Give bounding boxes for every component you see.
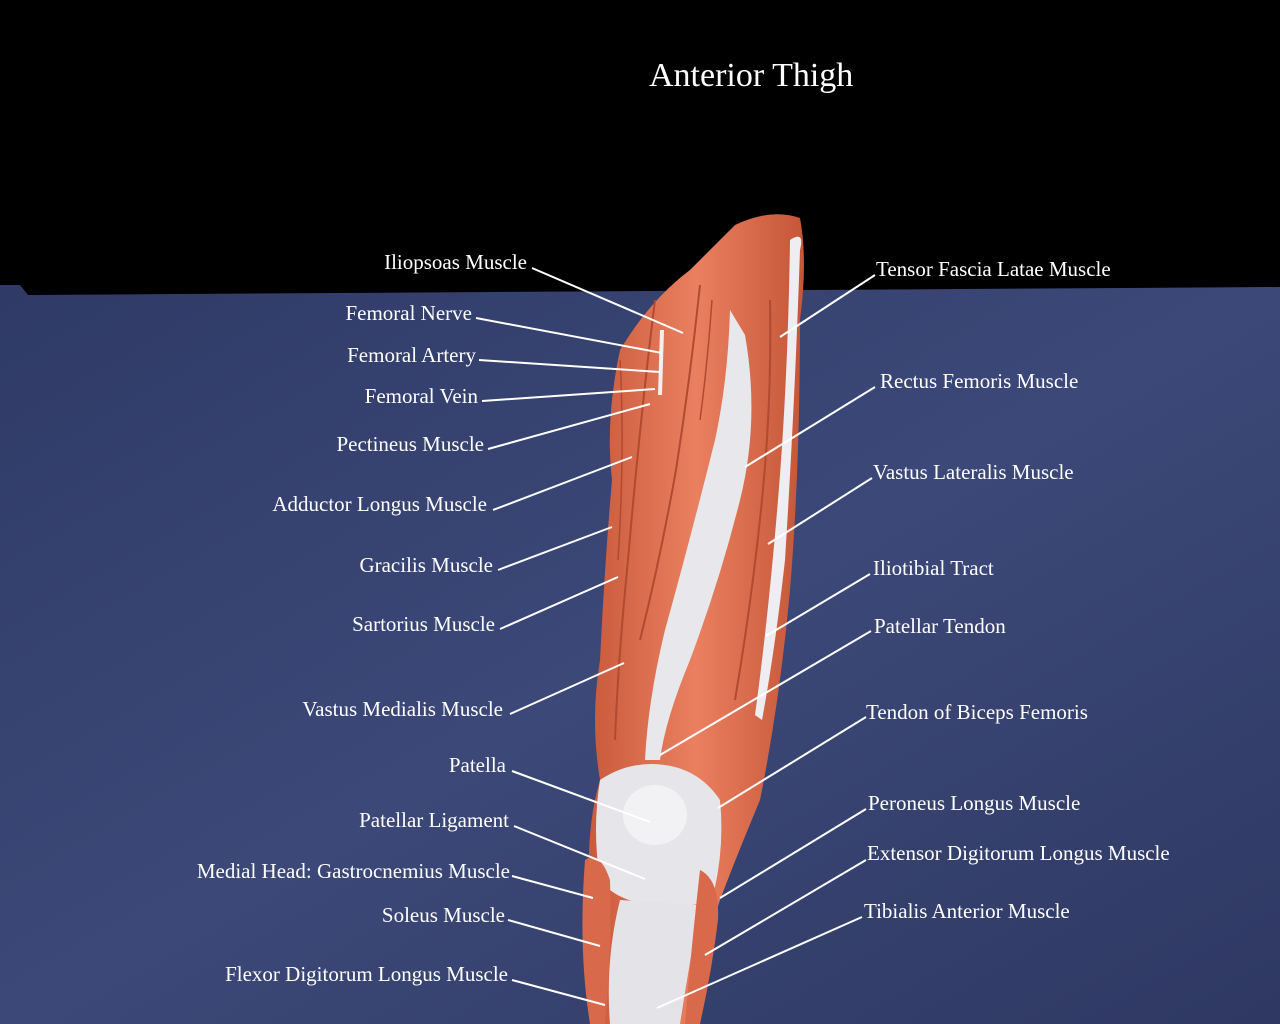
label-femoral-artery: Femoral Artery bbox=[347, 343, 476, 367]
label-iliopsoas: Iliopsoas Muscle bbox=[384, 250, 527, 274]
label-iliotibial-tract: Iliotibial Tract bbox=[873, 556, 994, 580]
label-soleus: Soleus Muscle bbox=[381, 903, 505, 927]
label-tensor-fascia-latae: Tensor Fascia Latae Muscle bbox=[876, 257, 1111, 281]
leader-lines bbox=[475, 267, 876, 1009]
label-flexor-digitorum: Flexor Digitorum Longus Muscle bbox=[225, 962, 508, 986]
label-gracilis: Gracilis Muscle bbox=[359, 553, 493, 577]
label-pectineus: Pectineus Muscle bbox=[336, 432, 484, 456]
label-femoral-nerve: Femoral Nerve bbox=[345, 301, 472, 325]
label-patellar-ligament: Patellar Ligament bbox=[359, 808, 509, 832]
label-femoral-vein: Femoral Vein bbox=[364, 384, 478, 408]
label-vastus-medialis: Vastus Medialis Muscle bbox=[302, 697, 503, 721]
label-sartorius: Sartorius Muscle bbox=[352, 612, 495, 636]
label-biceps-femoris-tendon: Tendon of Biceps Femoris bbox=[866, 700, 1088, 724]
label-tibialis-anterior: Tibialis Anterior Muscle bbox=[864, 899, 1070, 923]
page-title: Anterior Thigh bbox=[649, 57, 854, 94]
label-vastus-lateralis: Vastus Lateralis Muscle bbox=[873, 460, 1074, 484]
label-gastrocnemius: Medial Head: Gastrocnemius Muscle bbox=[196, 859, 510, 883]
label-rectus-femoris: Rectus Femoris Muscle bbox=[880, 369, 1079, 393]
label-peroneus-longus: Peroneus Longus Muscle bbox=[868, 791, 1081, 815]
leg-model bbox=[582, 214, 804, 1024]
label-adductor-longus: Adductor Longus Muscle bbox=[272, 492, 487, 516]
label-patella: Patella bbox=[448, 753, 506, 777]
label-extensor-digitorum: Extensor Digitorum Longus Muscle bbox=[867, 841, 1170, 865]
label-patellar-tendon: Patellar Tendon bbox=[874, 614, 1006, 638]
